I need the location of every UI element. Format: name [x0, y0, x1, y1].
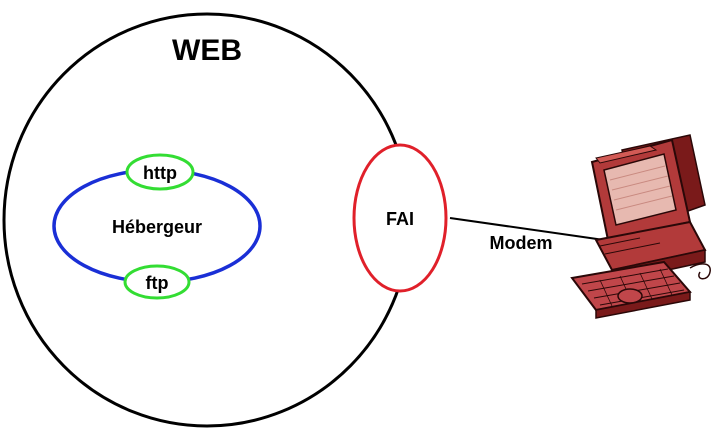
modem-label: Modem — [490, 233, 553, 253]
hebergeur-label: Hébergeur — [112, 217, 202, 237]
ftp-label: ftp — [146, 273, 169, 293]
http-label: http — [143, 163, 177, 183]
modem-link — [449, 217, 605, 241]
desktop-computer-icon — [570, 134, 711, 319]
http-node — [125, 153, 195, 191]
fai-ellipse — [352, 143, 448, 293]
ftp-node — [123, 264, 191, 300]
web-label: WEB — [172, 34, 242, 67]
fai-label: FAI — [386, 209, 414, 229]
web-circle — [2, 12, 412, 428]
